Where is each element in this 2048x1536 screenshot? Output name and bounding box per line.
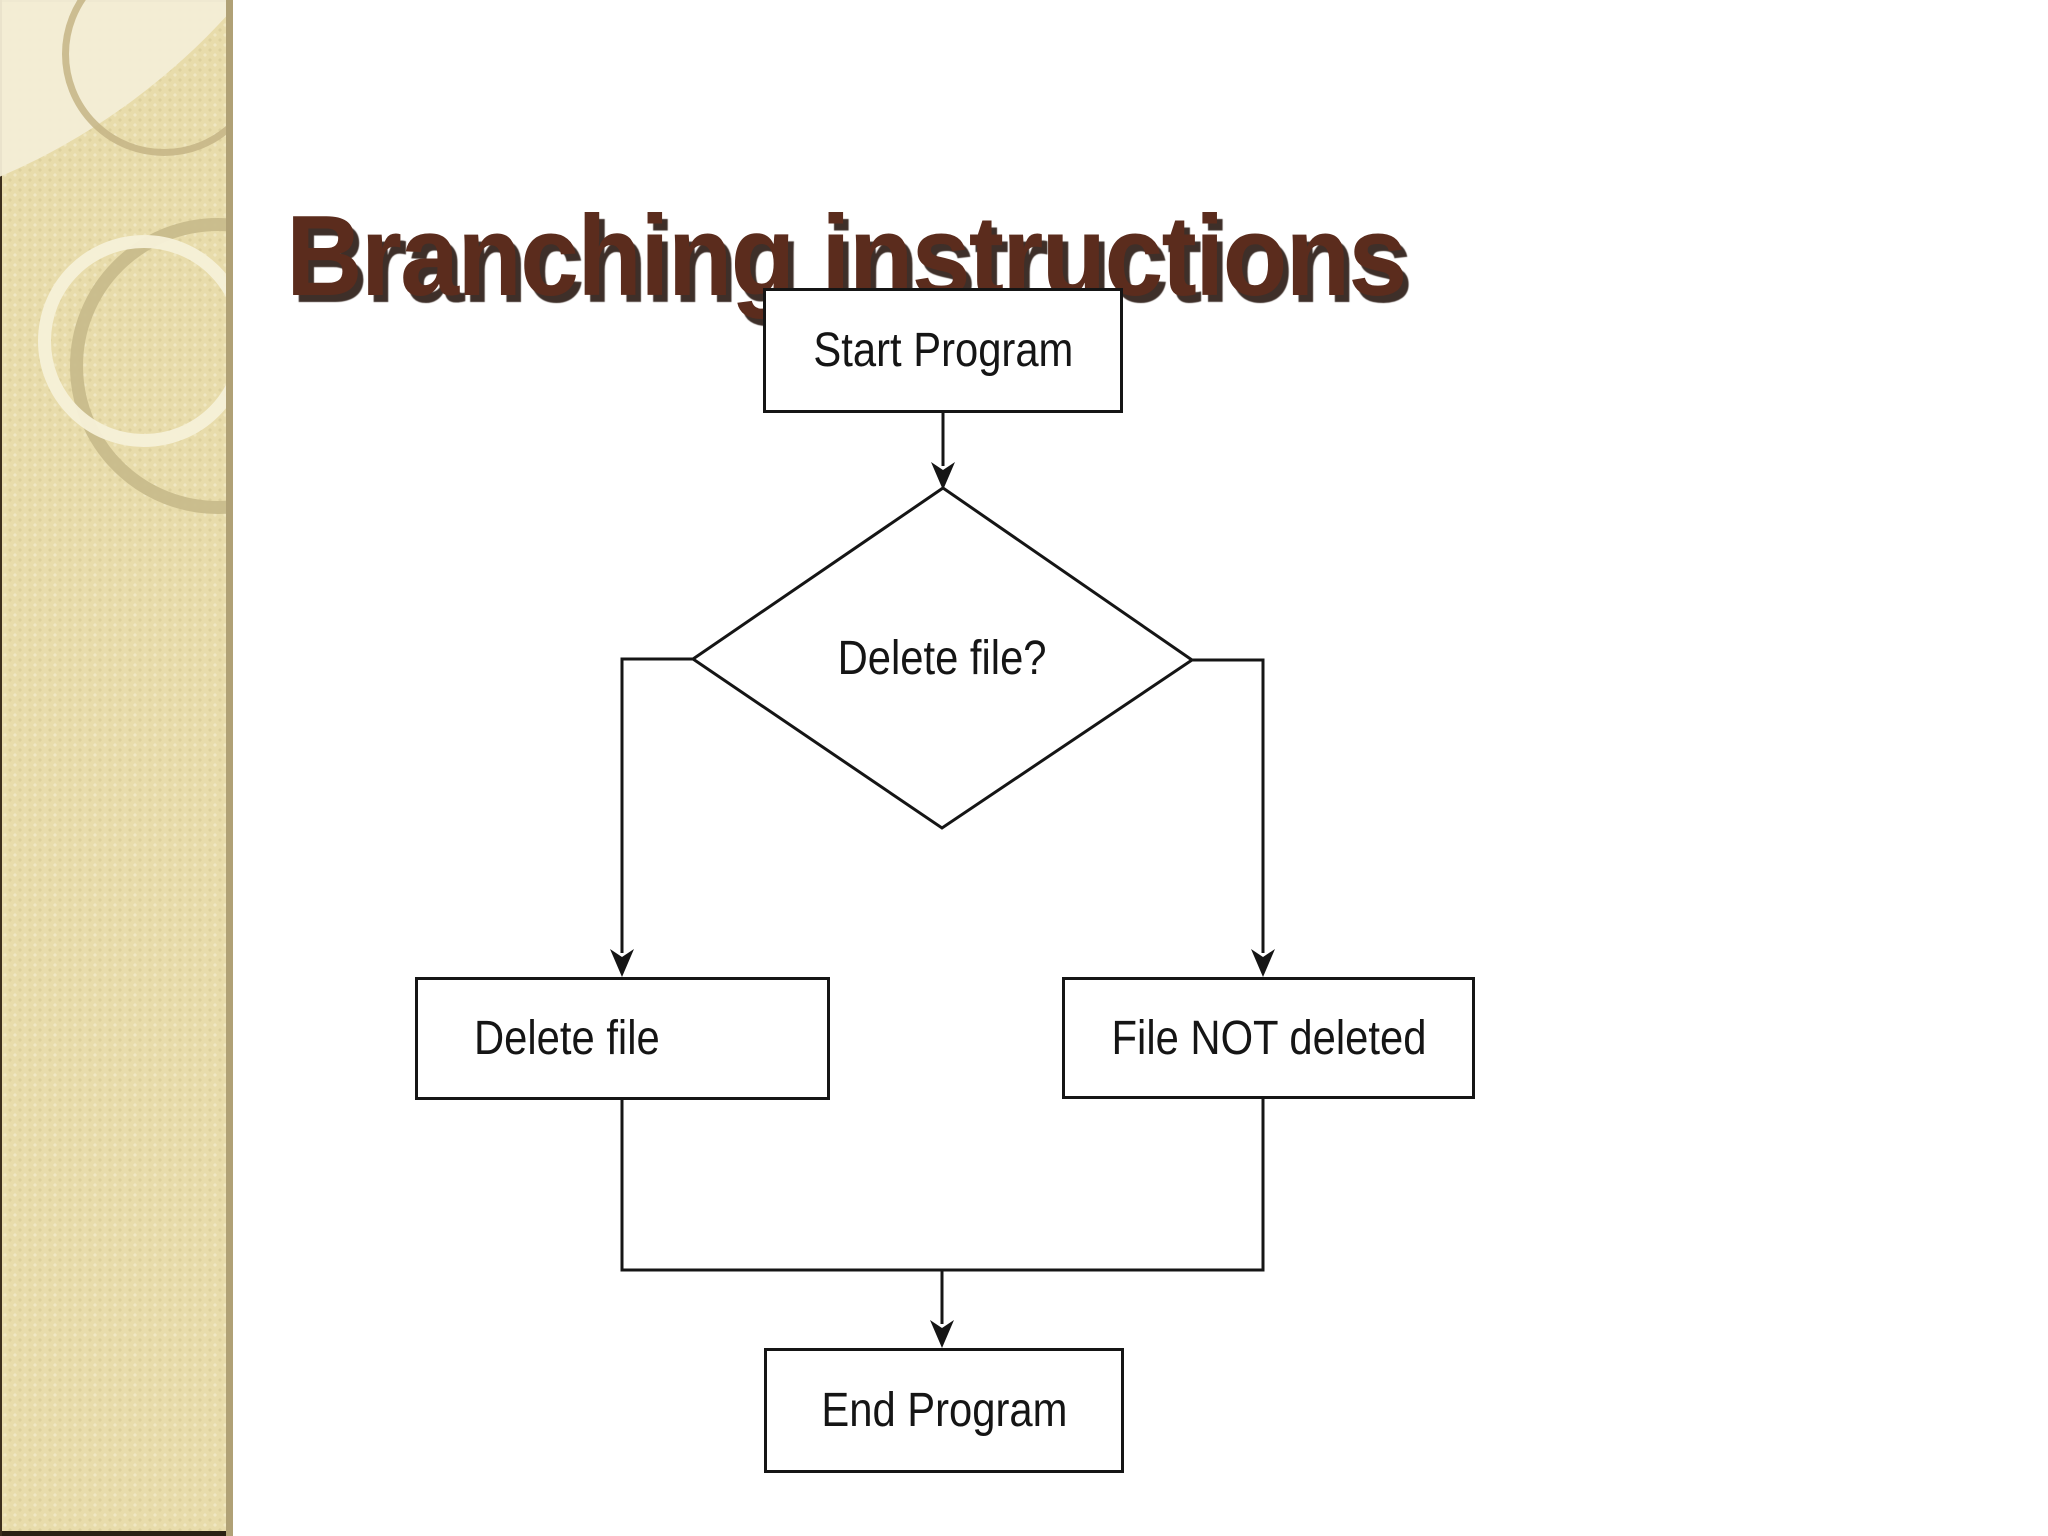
node-file-not-deleted: File NOT deleted: [1062, 977, 1475, 1099]
node-delete-label: Delete file: [474, 1012, 660, 1065]
decision-diamond: [690, 486, 1195, 830]
connector-merge: [620, 1099, 1265, 1272]
arrowhead-decision: [931, 462, 955, 490]
node-decision-label: Delete file?: [837, 631, 1047, 685]
connector-decision-to-notdeleted: [1192, 658, 1265, 953]
arrowhead-notdeleted: [1251, 949, 1275, 977]
node-end-label: End Program: [820, 1384, 1068, 1437]
node-start-program: Start Program: [763, 288, 1123, 413]
slide-theme-sidebar: [0, 0, 233, 1536]
node-decision-label-wrap: Delete file?: [762, 628, 1122, 688]
connector-decision-to-delete: [620, 657, 693, 953]
arrowhead-end: [930, 1320, 954, 1348]
arrowhead-delete: [610, 949, 634, 977]
decorative-ring-top: [62, 0, 226, 156]
node-end-program: End Program: [764, 1348, 1124, 1473]
node-start-label: Start Program: [813, 324, 1073, 377]
node-delete-file: Delete file: [415, 977, 830, 1100]
node-notdeleted-label: File NOT deleted: [1111, 1011, 1426, 1065]
